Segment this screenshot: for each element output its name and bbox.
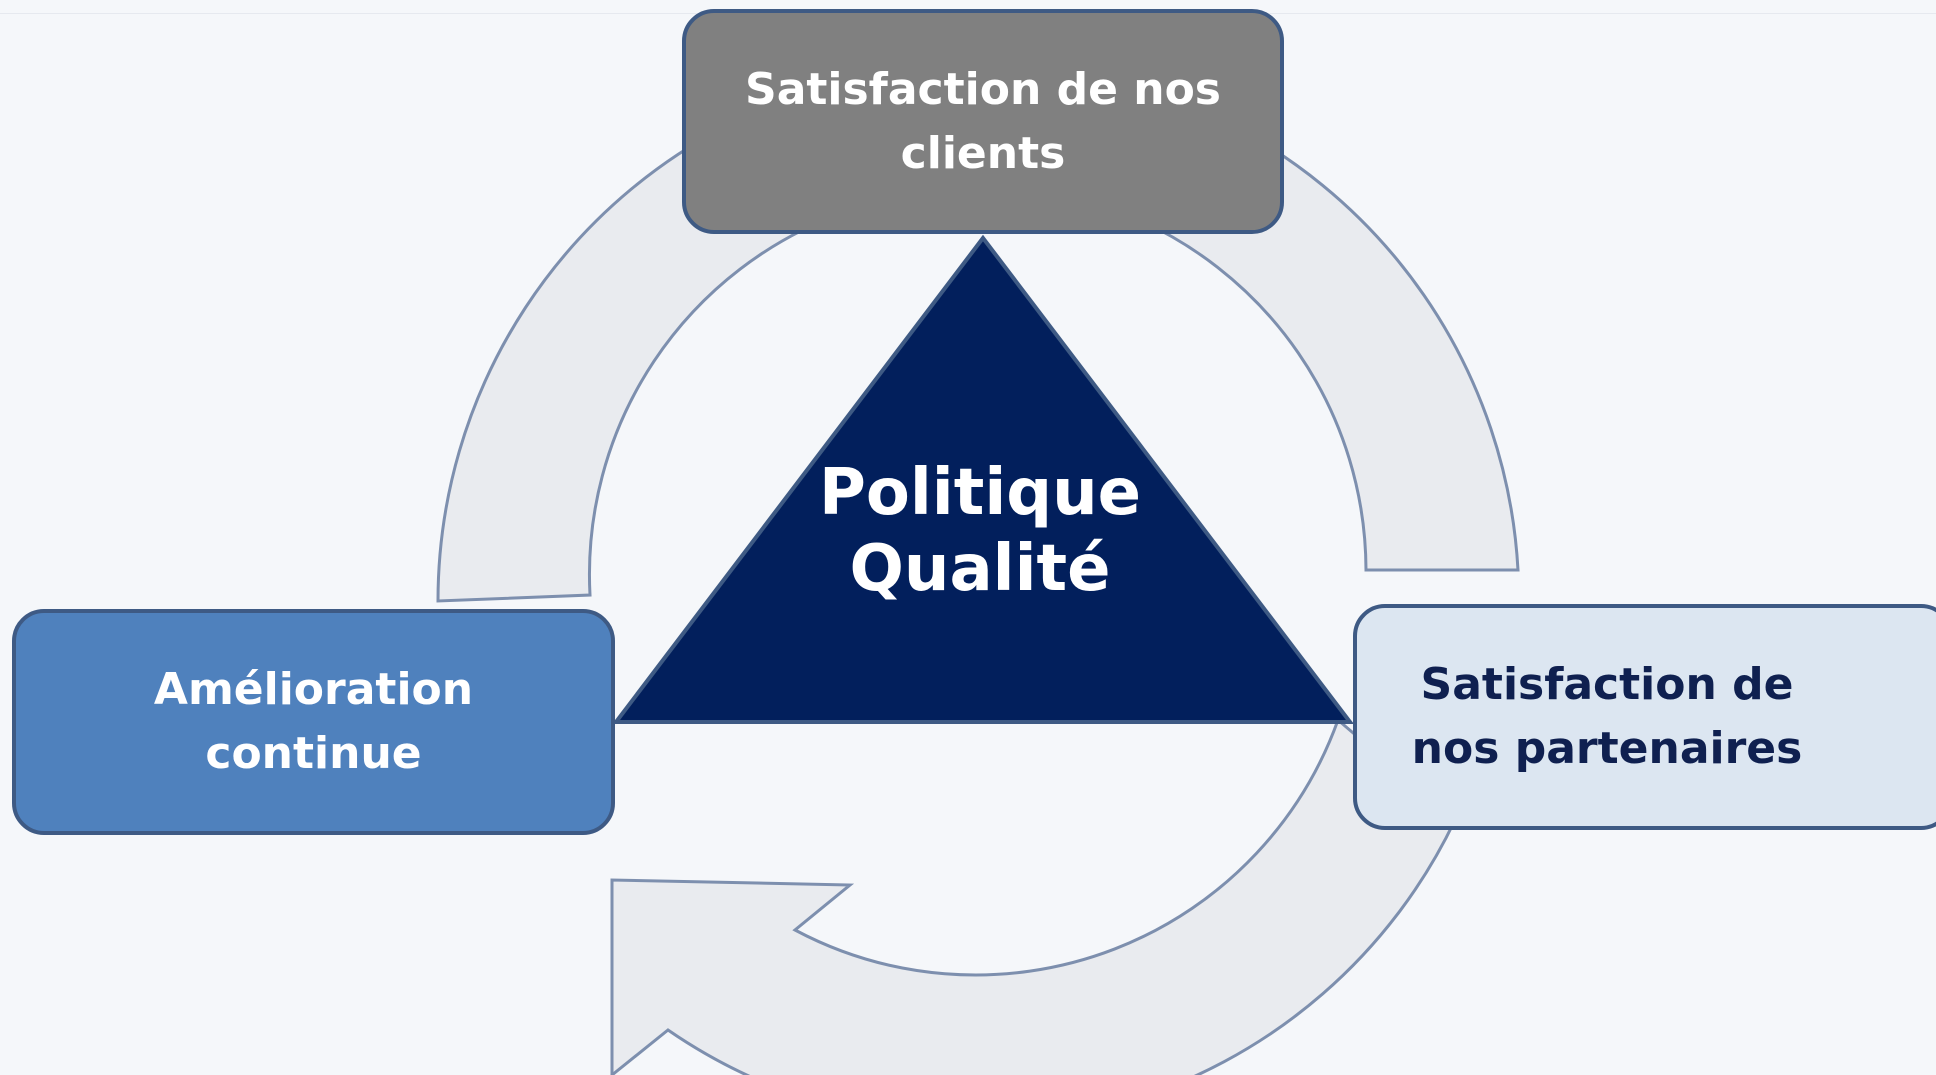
center-triangle xyxy=(611,234,1355,724)
center-title: Politique Qualité xyxy=(780,455,1180,607)
node-client-satisfaction-label: Satisfaction de nos clients xyxy=(745,63,1221,179)
node-continuous-improvement-label: Amélioration continue xyxy=(153,664,474,779)
node-partner-satisfaction-label: Satisfaction de nos partenaires xyxy=(1411,659,1803,774)
center-title-line1: Politique xyxy=(818,456,1142,530)
center-title-line2: Qualité xyxy=(849,532,1111,606)
node-client-satisfaction: Satisfaction de nos clients xyxy=(682,9,1284,234)
cycle-arrow-bottom xyxy=(610,717,1457,1075)
node-continuous-improvement: Amélioration continue xyxy=(12,609,615,835)
node-partner-satisfaction: Satisfaction de nos partenaires xyxy=(1353,604,1936,830)
